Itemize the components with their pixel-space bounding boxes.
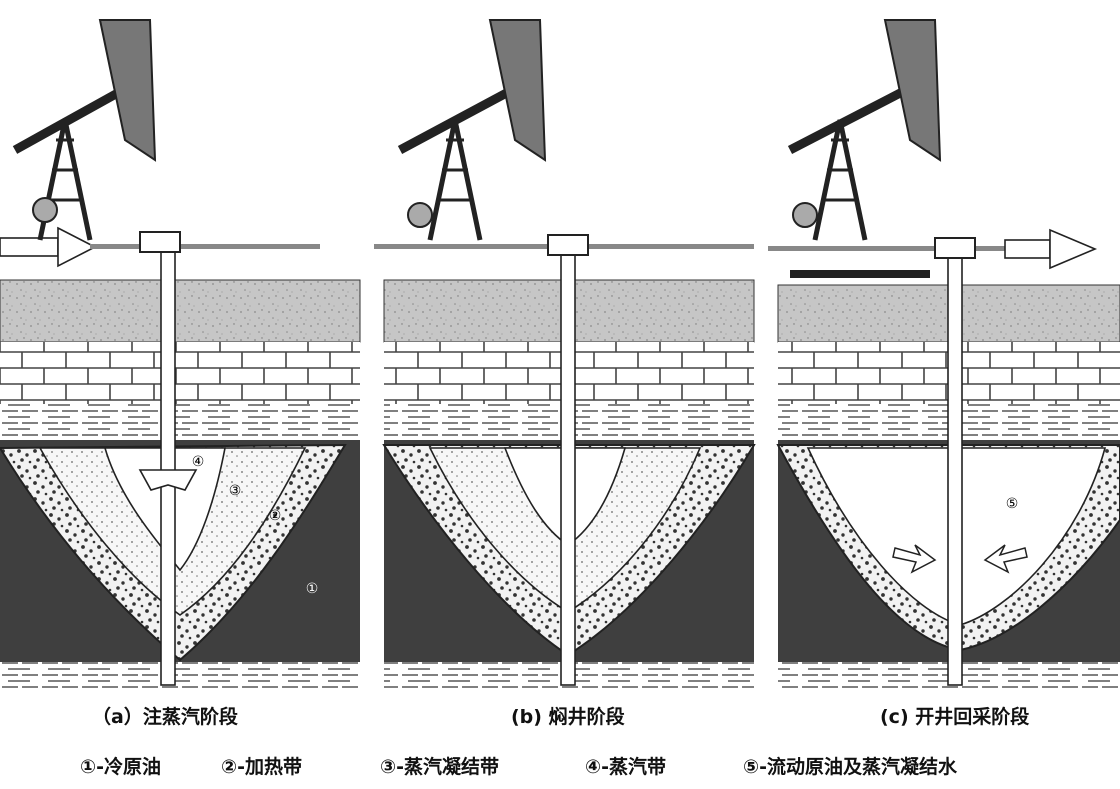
zone-label-heating: ② [269, 508, 282, 524]
panel-b [374, 19, 756, 692]
legend-item-flowing-oil: ⑤-流动原油及蒸汽凝结水 [743, 756, 957, 778]
surface-line [768, 246, 1018, 251]
legend: ①-冷原油 ②-加热带 ③-蒸汽凝结带 ④-蒸汽带 ⑤-流动原油及蒸汽凝结水 [0, 752, 1120, 780]
flow-arrow-left [892, 544, 937, 574]
pump-jack [397, 19, 589, 256]
steam-arrow [0, 226, 97, 268]
caption-panel-c: (c) 开井回采阶段 [880, 706, 1030, 728]
flow-arrow-right [983, 544, 1028, 574]
bottom-layer [0, 662, 360, 692]
legend-item-condensate-band: ③-蒸汽凝结带 [380, 756, 499, 778]
zone-label-flowing-oil: ⑤ [1006, 496, 1019, 512]
pump-jack [12, 19, 181, 253]
brick-layer [0, 342, 360, 404]
production-arrow [1004, 228, 1098, 270]
panel-a: ④ ③ ② ① [0, 19, 361, 692]
zone-label-cold-oil: ① [306, 581, 319, 597]
surface-line [90, 244, 320, 249]
zone-label-condensate: ③ [229, 483, 242, 499]
panel-c: ⑤ [768, 19, 1120, 692]
caption-panel-b: (b) 焖井阶段 [511, 706, 625, 728]
pump-jack [787, 19, 976, 259]
wellbore [160, 249, 176, 686]
wellbore [560, 249, 576, 686]
wellbore [947, 249, 963, 686]
zone-label-steam: ④ [192, 454, 205, 470]
ground-plate [790, 270, 930, 278]
legend-item-cold-oil: ①-冷原油 [80, 756, 161, 778]
overburden-layer [0, 279, 361, 343]
caption-panel-a: （a）注蒸汽阶段 [92, 706, 238, 728]
injection-nozzle [138, 469, 198, 491]
shale-layer [0, 404, 360, 440]
legend-item-heating-band: ②-加热带 [221, 756, 302, 778]
legend-item-steam-band: ④-蒸汽带 [585, 756, 666, 778]
